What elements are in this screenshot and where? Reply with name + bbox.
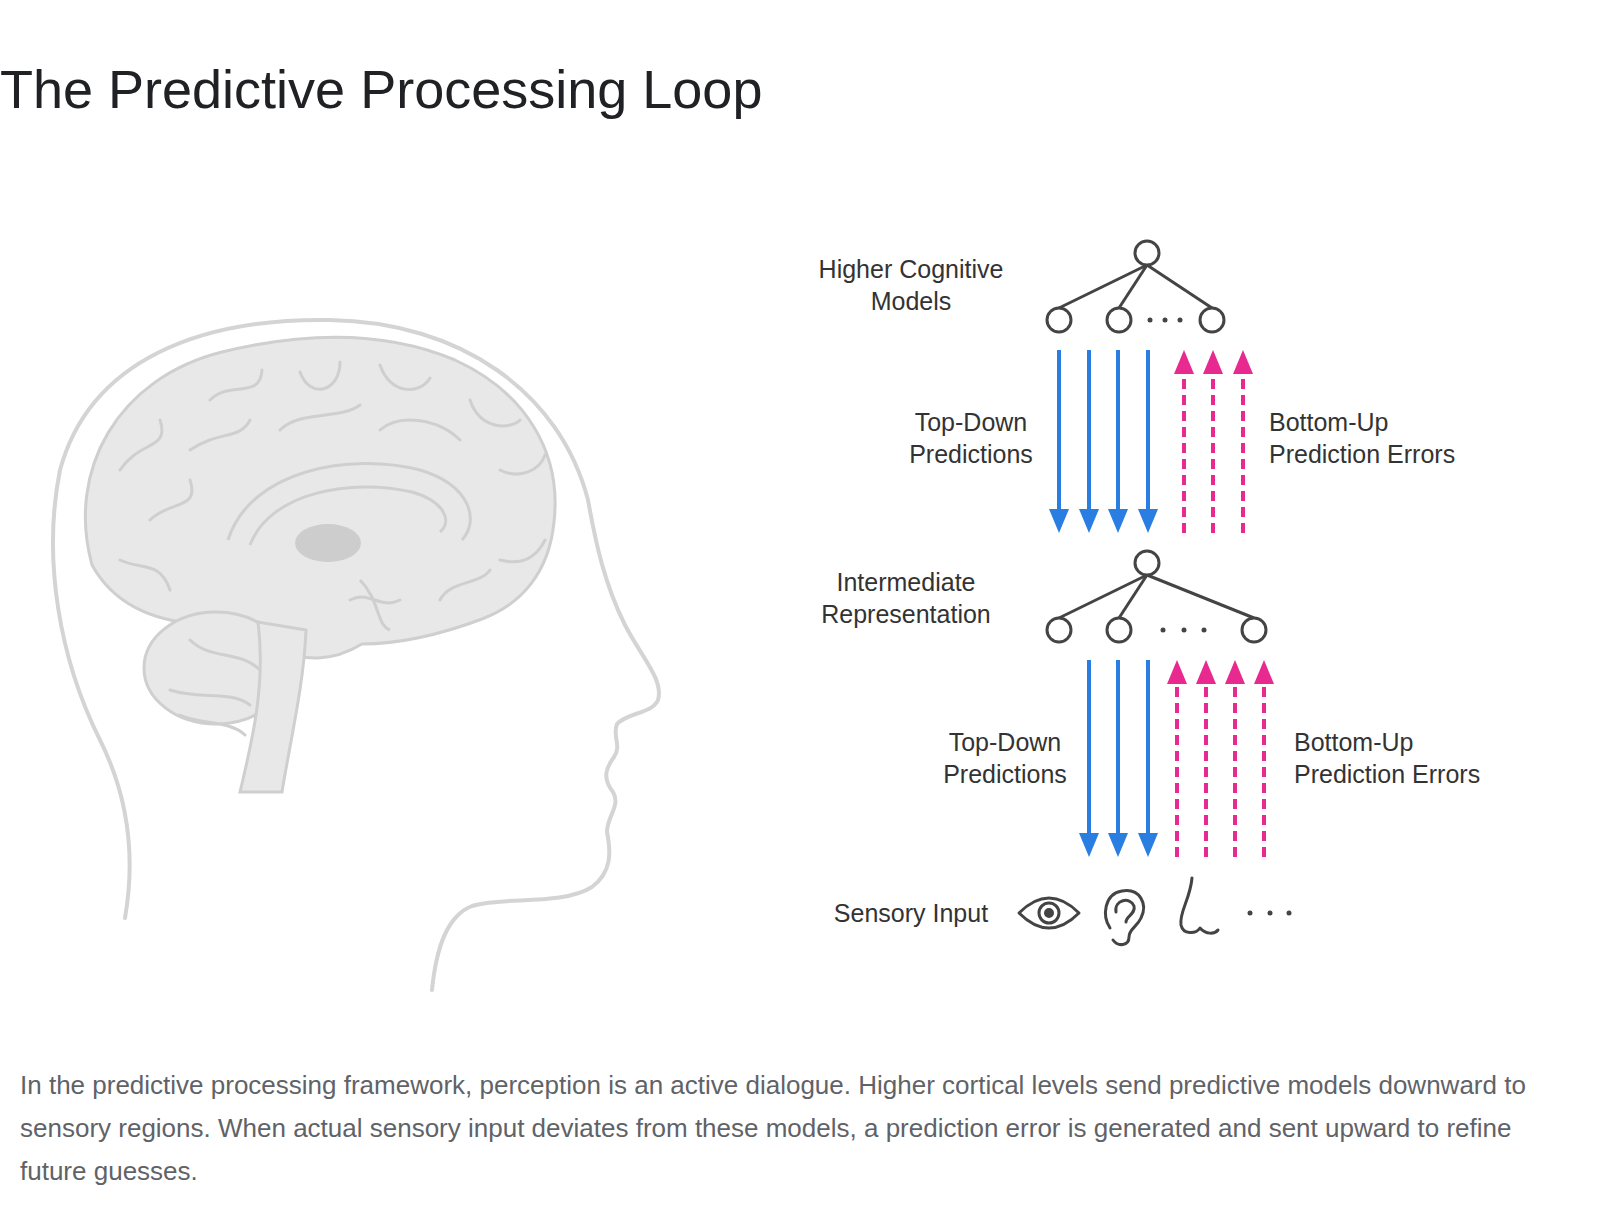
arrow-head	[1138, 509, 1158, 533]
arrow-shaft	[1241, 372, 1245, 533]
arrow-shaft	[1211, 372, 1215, 533]
arrow-shaft	[1146, 350, 1150, 511]
arrow-head	[1254, 660, 1274, 684]
tree-circle	[1047, 308, 1071, 332]
sensory-icons	[1019, 878, 1292, 945]
arrow-shaft	[1262, 682, 1266, 857]
level-label: Sensory Input	[806, 897, 1016, 929]
tree-circle	[1107, 308, 1131, 332]
brainstem	[240, 622, 306, 792]
arrow-label: Top-Down Predictions	[920, 726, 1090, 790]
arrow-head	[1225, 660, 1245, 684]
ear-inner	[1116, 900, 1134, 922]
arrow-shaft	[1087, 350, 1091, 511]
arrow-shaft	[1116, 660, 1120, 835]
tree-icon	[1047, 241, 1224, 332]
cerebrum	[85, 337, 555, 658]
eye-icon	[1019, 898, 1079, 928]
arrow-label: Top-Down Predictions	[886, 406, 1056, 470]
head-outline	[53, 320, 659, 990]
tree-link	[1059, 575, 1147, 618]
level-node: Sensory Input	[800, 857, 1300, 937]
tree-circle	[1242, 618, 1266, 642]
arrow-shaft	[1087, 660, 1091, 835]
level-node: Higher Cognitive Models	[780, 230, 1240, 350]
nose-icon	[1181, 878, 1218, 933]
tree-link	[1119, 265, 1147, 308]
level-node: Intermediate Representation	[780, 533, 1270, 660]
arrow-head	[1196, 660, 1216, 684]
tree-circle	[1135, 241, 1159, 265]
tree-circle	[1047, 618, 1071, 642]
level-label: Intermediate Representation	[801, 566, 1011, 630]
arrow-head	[1203, 350, 1223, 374]
brain-folds	[120, 362, 545, 735]
tree-circle	[1135, 551, 1159, 575]
tree-circle	[1200, 308, 1224, 332]
error-arrows	[1174, 350, 1253, 533]
arrow-head	[1233, 350, 1253, 374]
arrow-shaft	[1233, 682, 1237, 857]
arrow-head	[1138, 833, 1158, 857]
arrow-label: Bottom-Up Prediction Errors	[1269, 406, 1499, 470]
arrow-shaft	[1057, 350, 1061, 511]
arrow-shaft	[1175, 682, 1179, 857]
eye-iris	[1039, 903, 1059, 923]
arrow-shaft	[1116, 350, 1120, 511]
arrow-shaft	[1146, 660, 1150, 835]
ellipsis-dot	[1182, 628, 1187, 633]
ellipsis-dot	[1202, 628, 1207, 633]
ellipsis-dot	[1148, 318, 1153, 323]
tree-link	[1147, 265, 1212, 308]
arrow-head	[1108, 833, 1128, 857]
prediction-arrows	[1049, 350, 1158, 533]
tree-link	[1119, 575, 1147, 618]
arrow-head	[1079, 509, 1099, 533]
arrow-label: Bottom-Up Prediction Errors	[1294, 726, 1524, 790]
ellipsis-dot	[1287, 911, 1292, 916]
ventricle	[360, 580, 390, 630]
tree-icon	[1047, 551, 1266, 642]
tree-link	[1147, 575, 1254, 618]
error-arrows	[1167, 660, 1274, 857]
ellipsis-dot	[1248, 911, 1253, 916]
ellipsis-dot	[1268, 911, 1273, 916]
ear-icon	[1106, 891, 1144, 945]
caption-text: In the predictive processing framework, …	[20, 1064, 1580, 1193]
level-label: Higher Cognitive Models	[806, 253, 1016, 317]
tree-link	[1059, 265, 1147, 308]
arrow-head	[1108, 509, 1128, 533]
ellipsis-dot	[1161, 628, 1166, 633]
arrow-head	[1049, 509, 1069, 533]
prediction-arrows	[1079, 660, 1158, 857]
ellipsis-dot	[1178, 318, 1183, 323]
brain-illustration	[85, 337, 555, 792]
thalamus	[295, 524, 361, 562]
arrow-head	[1167, 660, 1187, 684]
tree-circle	[1107, 618, 1131, 642]
eye-pupil	[1046, 910, 1053, 917]
diagram-title: The Predictive Processing Loop	[0, 60, 762, 119]
arrow-head	[1079, 833, 1099, 857]
arrow-shaft	[1182, 372, 1186, 533]
arrow-shaft	[1204, 682, 1208, 857]
arrow-head	[1174, 350, 1194, 374]
ellipsis-dot	[1163, 318, 1168, 323]
